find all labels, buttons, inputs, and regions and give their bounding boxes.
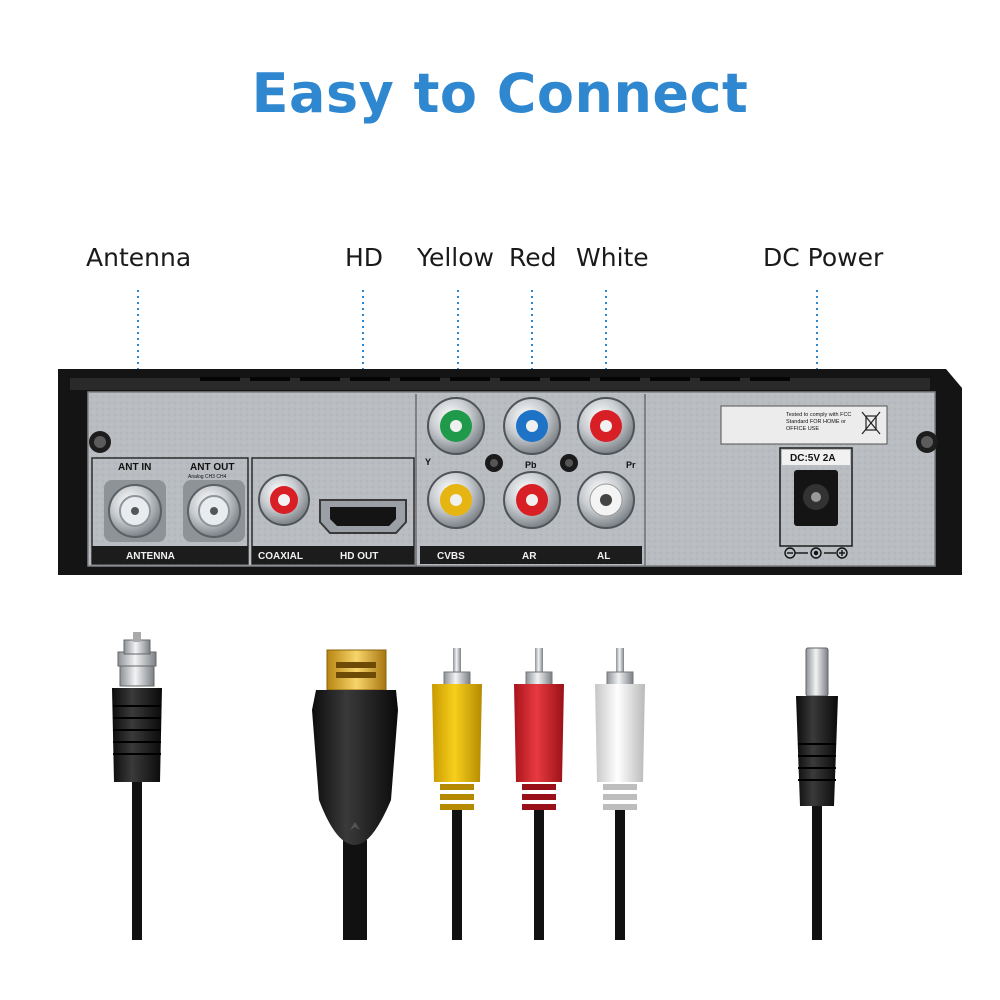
pr-jack-red bbox=[577, 397, 635, 455]
ant-out-port bbox=[183, 480, 245, 542]
coaxial-port bbox=[258, 474, 310, 526]
ant-in-port bbox=[104, 480, 166, 542]
hdmi-cable bbox=[312, 649, 398, 940]
label-cvbs: CVBS bbox=[437, 551, 465, 562]
fcc-line-3: OFFICE USE bbox=[786, 426, 819, 432]
callout-white: White bbox=[576, 243, 649, 272]
label-al: AL bbox=[597, 551, 610, 562]
dc-power-plug bbox=[796, 647, 838, 940]
fcc-line-2: Standard FOR HOME or bbox=[786, 419, 846, 425]
rca-yellow-plug bbox=[432, 648, 482, 940]
label-hd-out: HD OUT bbox=[340, 551, 378, 562]
label-dc-rating: DC:5V 2A bbox=[790, 453, 836, 464]
callout-dc-power: DC Power bbox=[763, 243, 884, 272]
label-ant-in: ANT IN bbox=[118, 462, 151, 473]
cables bbox=[112, 632, 838, 940]
label-pb: Pb bbox=[525, 460, 537, 470]
pb-jack-blue bbox=[503, 397, 561, 455]
label-pr: Pr bbox=[626, 460, 636, 470]
rca-red-plug bbox=[514, 648, 564, 940]
callout-antenna: Antenna bbox=[86, 243, 192, 272]
label-coaxial: COAXIAL bbox=[258, 551, 303, 562]
fcc-line-1: Tested to comply with FCC bbox=[786, 412, 851, 418]
antenna-cable bbox=[112, 632, 162, 940]
rca-white-plug bbox=[595, 648, 645, 940]
label-y: Y bbox=[425, 457, 431, 467]
polarity-icon bbox=[784, 547, 848, 559]
callout-yellow: Yellow bbox=[417, 243, 494, 272]
al-jack-white bbox=[577, 471, 635, 529]
ar-jack-red bbox=[503, 471, 561, 529]
fcc-trash-icon bbox=[861, 411, 881, 435]
label-ar: AR bbox=[522, 551, 537, 562]
label-ant-out: ANT OUT bbox=[190, 462, 234, 473]
hdmi-port bbox=[319, 499, 407, 534]
label-ant-out-sub: Analog CH3 CH4 bbox=[188, 474, 227, 480]
dc-power-jack bbox=[794, 470, 838, 526]
label-antenna: ANTENNA bbox=[126, 551, 175, 562]
y-jack-green bbox=[427, 397, 485, 455]
set-top-box bbox=[58, 369, 962, 575]
page-title: Easy to Connect bbox=[251, 62, 749, 125]
cvbs-jack-yellow bbox=[427, 471, 485, 529]
rca-jacks bbox=[427, 397, 635, 529]
callout-hd: HD bbox=[345, 243, 384, 272]
callout-red: Red bbox=[509, 243, 557, 272]
